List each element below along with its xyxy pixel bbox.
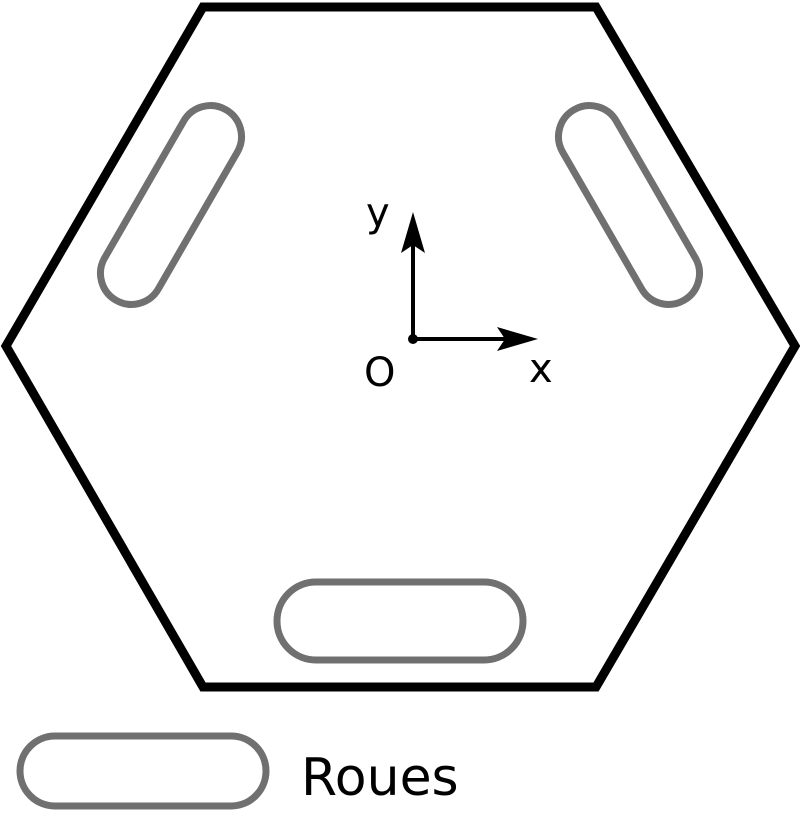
legend-wheel-swatch (16, 732, 270, 810)
legend: Roues (16, 732, 459, 810)
x-axis-arrowhead (497, 327, 538, 351)
coordinate-frame: x y O (364, 190, 553, 396)
y-axis-label: y (366, 190, 390, 236)
origin-label: O (364, 350, 395, 396)
wheel-upper-left (97, 102, 245, 308)
origin-point (408, 334, 418, 344)
legend-label: Roues (301, 748, 459, 808)
y-axis-arrowhead (401, 212, 425, 253)
wheel-upper-right (555, 102, 703, 308)
wheel-bottom (273, 578, 527, 664)
hexagon-chassis (0, 2, 800, 692)
x-axis-label: x (529, 346, 553, 392)
